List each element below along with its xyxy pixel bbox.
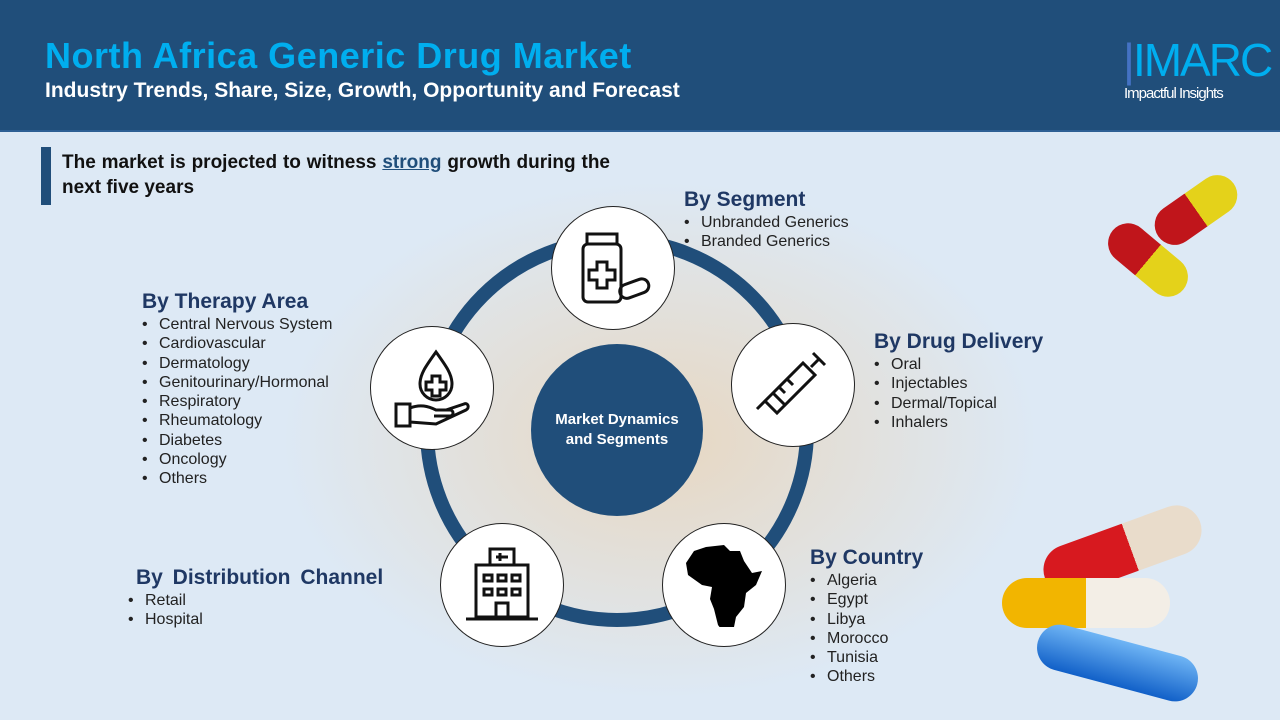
capsule-image-yellow [1002,578,1170,628]
accent-bar [41,147,51,205]
list-item: Cardiovascular [142,334,332,354]
country-section: By Country AlgeriaEgyptLibyaMoroccoTunis… [810,546,923,687]
center-line-2: and Segments [565,431,669,448]
lead-post: growth during the next five years [62,152,610,198]
list-item: Dermal/Topical [874,394,1043,414]
distribution-section: By Distribution Channel RetailHospital [128,566,384,630]
lead-highlight: strong [382,152,442,173]
list-item: Diabetes [142,431,332,451]
section-title: By Therapy Area [142,290,309,313]
list-item: Others [810,667,923,687]
list-item: Retail [128,591,383,611]
list-item: Branded Generics [684,232,849,252]
list-item: Algeria [810,571,923,591]
section-title: By Distribution Channel [136,566,384,589]
list-item: Central Nervous System [142,315,332,335]
list-item: Unbranded Generics [684,213,849,233]
center-line-1: Market Dynamics [555,411,679,428]
list-item: Hospital [128,610,383,630]
medicine-bottle-icon [581,232,651,304]
section-title: By Drug Delivery [874,330,1044,353]
header-banner: North Africa Generic Drug Market Industr… [0,0,1280,132]
list-item: Genitourinary/Hormonal [142,373,332,393]
hospital-icon [466,547,538,621]
therapy-area-section: By Therapy Area Central Nervous SystemCa… [142,290,332,489]
logo-text: IMARC [1132,34,1273,86]
therapy-area-node [370,326,494,450]
list-item: Libya [810,610,923,630]
syringe-icon [755,351,827,416]
list-item: Inhalers [874,413,1043,433]
africa-map-icon [686,545,762,627]
page-title: North Africa Generic Drug Market [45,35,632,76]
imarc-logo: |IMARC [1123,37,1273,83]
drug-delivery-section: By Drug Delivery OralInjectablesDermal/T… [874,330,1043,432]
drug-delivery-node [731,323,855,447]
section-title: By Country [810,546,924,569]
hand-drop-icon [394,349,470,428]
segment-node [551,206,675,330]
list-item: Dermatology [142,354,332,374]
list-item: Morocco [810,629,923,649]
list-item: Others [142,469,332,489]
list-item: Egypt [810,590,923,610]
list-item: Oral [874,355,1043,375]
logo-bar: | [1123,34,1135,86]
lead-pre: The market is projected to witness [62,152,383,173]
segment-section: By Segment Unbranded GenericsBranded Gen… [684,188,849,252]
distribution-node [440,523,564,647]
list-item: Oncology [142,450,332,470]
section-title: By Segment [684,188,806,211]
list-item: Tunisia [810,648,923,668]
list-item: Injectables [874,374,1043,394]
logo-tagline: Impactful Insights [1124,85,1224,102]
list-item: Rheumatology [142,411,332,431]
lead-text: The market is projected to witness stron… [62,150,610,200]
page-subtitle: Industry Trends, Share, Size, Growth, Op… [45,79,680,102]
country-node [662,523,786,647]
list-item: Respiratory [142,392,332,412]
center-circle: Market Dynamics and Segments [531,344,703,516]
